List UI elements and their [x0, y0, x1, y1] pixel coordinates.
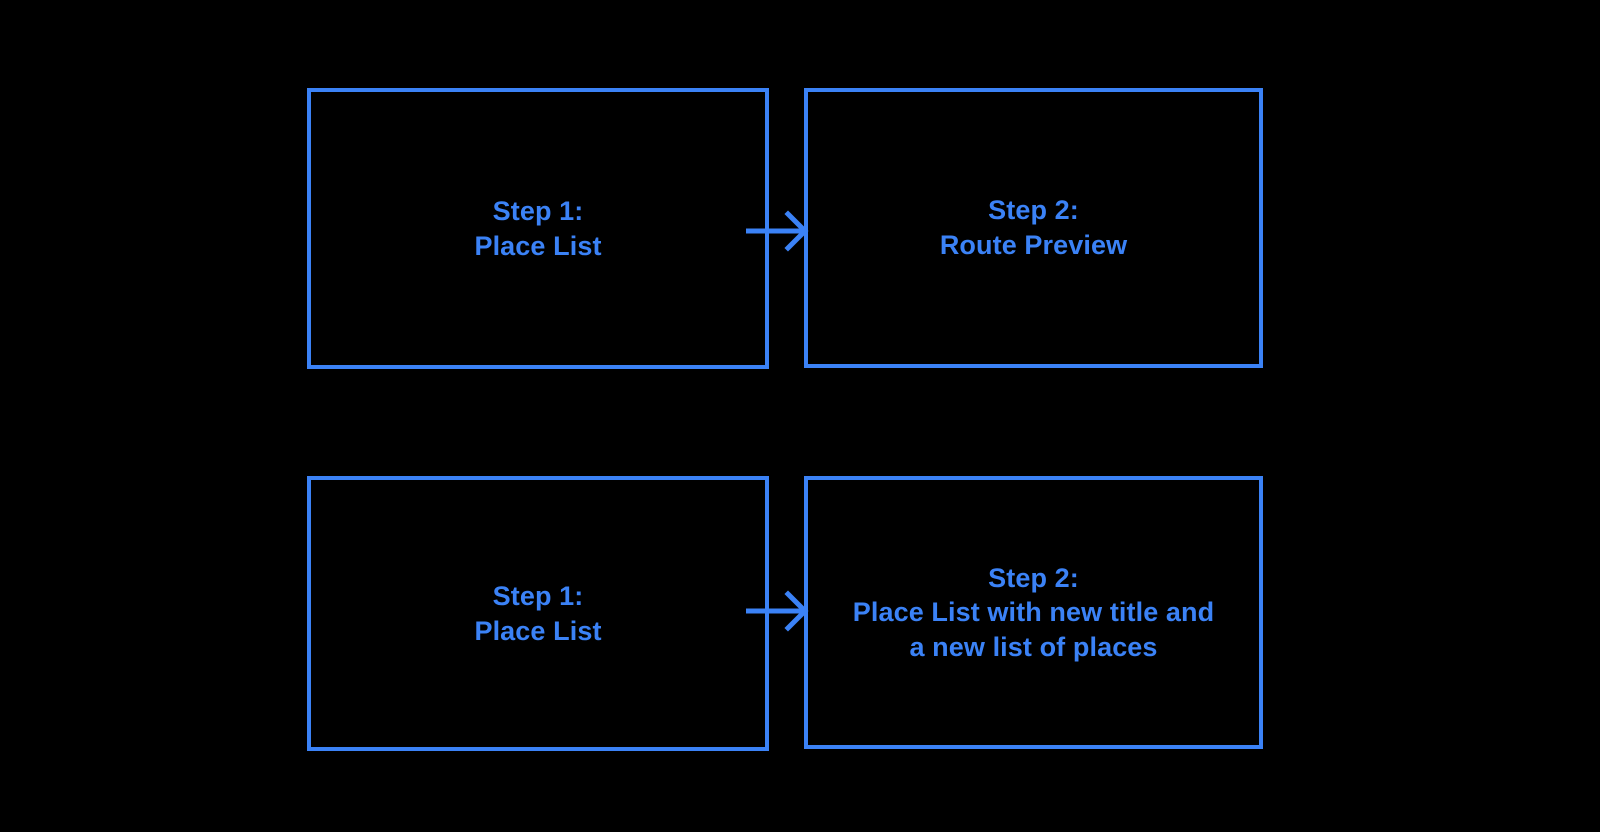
flow-node-step1-top[interactable]: Step 1: Place List	[307, 88, 769, 369]
flow-node-label: Step 1: Place List	[474, 195, 602, 261]
flow-node-label: Step 1: Place List	[474, 580, 602, 646]
flow-node-step2-top[interactable]: Step 2: Route Preview	[804, 88, 1263, 368]
flow-node-label: Step 2: Route Preview	[939, 195, 1128, 260]
flow-node-step2-bottom[interactable]: Step 2: Place List with new title and a …	[804, 476, 1263, 749]
flow-node-label: Step 2: Place List with new title and a …	[852, 562, 1215, 662]
flow-node-step1-bottom[interactable]: Step 1: Place List	[307, 476, 769, 751]
